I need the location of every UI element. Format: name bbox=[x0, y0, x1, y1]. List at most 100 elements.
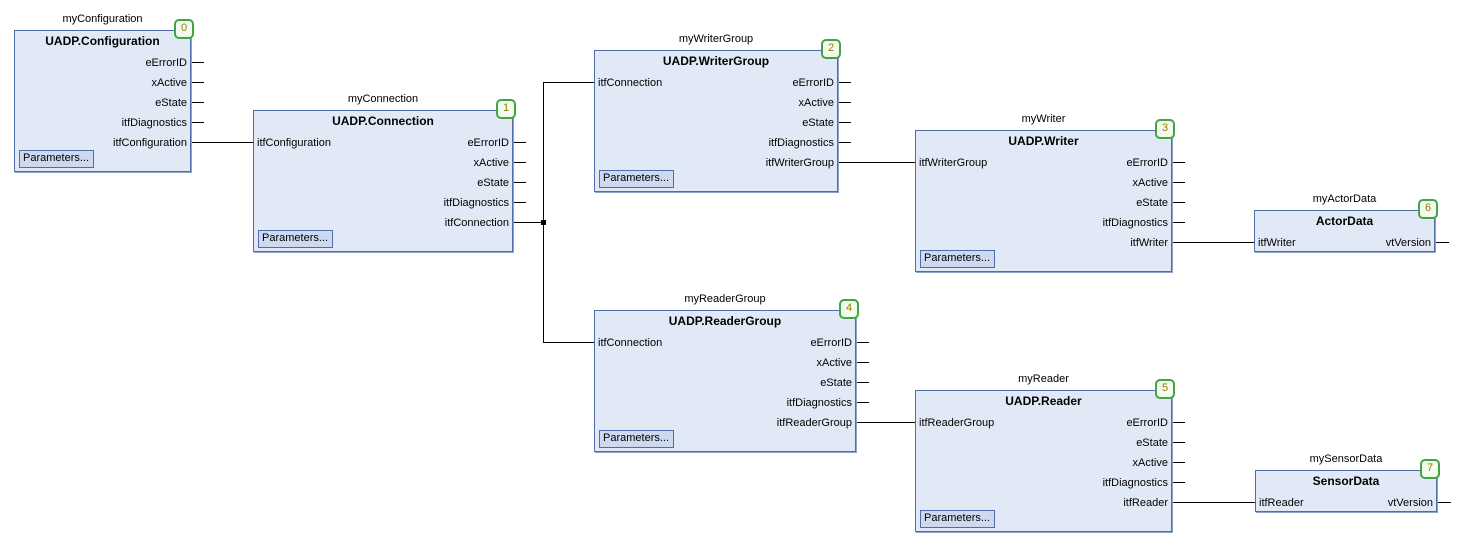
wire-writergroup-to-writer[interactable] bbox=[838, 162, 915, 163]
output-pin[interactable]: itfWriter bbox=[1130, 237, 1168, 249]
fb-mywritergroup[interactable]: myWriterGroup 2 UADP.WriterGroup itfConn… bbox=[594, 33, 841, 192]
wire-writer-to-actordata[interactable] bbox=[1172, 242, 1254, 243]
fb-type-title: UADP.ReaderGroup bbox=[668, 314, 782, 328]
parameters-button[interactable]: Parameters... bbox=[920, 510, 996, 528]
output-pin[interactable]: eErrorID bbox=[145, 57, 187, 69]
parameters-button[interactable]: Parameters... bbox=[19, 150, 95, 168]
output-pin[interactable]: itfConnection bbox=[444, 217, 509, 229]
output-pin[interactable]: itfDiagnostics bbox=[768, 137, 834, 149]
output-pin[interactable]: xActive bbox=[1132, 457, 1168, 469]
wire-branch-to-writergroup[interactable] bbox=[544, 82, 594, 83]
fb-mywriter[interactable]: myWriter 3 UADP.Writer itfWriterGroup eE… bbox=[915, 113, 1175, 272]
instance-name-label[interactable]: myWriterGroup bbox=[678, 33, 754, 45]
parameters-button[interactable]: Parameters... bbox=[258, 230, 334, 248]
wire-connection-branch-vertical[interactable] bbox=[543, 82, 544, 343]
output-pin[interactable]: eState bbox=[1136, 197, 1168, 209]
instance-name-label[interactable]: myActorData bbox=[1312, 193, 1377, 205]
exec-order-badge: 1 bbox=[496, 99, 516, 119]
output-pin[interactable]: itfDiagnostics bbox=[1102, 477, 1168, 489]
output-pin[interactable]: eErrorID bbox=[1126, 157, 1168, 169]
wire-readergroup-to-reader[interactable] bbox=[856, 422, 915, 423]
instance-name-label[interactable]: myReaderGroup bbox=[684, 293, 766, 305]
pin-stub bbox=[1437, 502, 1451, 503]
instance-name-label[interactable]: mySensorData bbox=[1309, 453, 1383, 465]
output-pin[interactable]: xActive bbox=[816, 357, 852, 369]
output-pin[interactable]: vtVersion bbox=[1387, 497, 1433, 509]
pin-stub bbox=[513, 182, 526, 183]
pin-stub bbox=[513, 162, 526, 163]
fb-type-title: UADP.Writer bbox=[1008, 134, 1079, 148]
pin-stub bbox=[1172, 202, 1185, 203]
pin-stub bbox=[838, 102, 851, 103]
output-pin[interactable]: itfConfiguration bbox=[113, 137, 187, 149]
parameters-button[interactable]: Parameters... bbox=[920, 250, 996, 268]
parameters-button[interactable]: Parameters... bbox=[599, 430, 675, 448]
fb-type-title: UADP.Configuration bbox=[45, 34, 160, 48]
wire-branch-to-readergroup[interactable] bbox=[544, 342, 594, 343]
instance-name-label[interactable]: myConfiguration bbox=[62, 13, 143, 25]
input-pin[interactable]: itfWriter bbox=[1258, 237, 1296, 249]
output-pin[interactable]: eErrorID bbox=[467, 137, 509, 149]
fb-mysensordata[interactable]: mySensorData 7 SensorData itfReader vtVe… bbox=[1255, 453, 1440, 512]
exec-order-badge: 2 bbox=[821, 39, 841, 59]
fb-myconfiguration[interactable]: myConfiguration 0 UADP.Configuration eEr… bbox=[14, 13, 194, 172]
output-pin[interactable]: eErrorID bbox=[792, 77, 834, 89]
input-pin[interactable]: itfReaderGroup bbox=[919, 417, 995, 429]
output-pin[interactable]: xActive bbox=[473, 157, 509, 169]
output-pin[interactable]: itfDiagnostics bbox=[121, 117, 187, 129]
input-pin[interactable]: itfWriterGroup bbox=[919, 157, 988, 169]
fb-myactordata[interactable]: myActorData 6 ActorData itfWriter vtVers… bbox=[1254, 193, 1438, 252]
output-pin[interactable]: eErrorID bbox=[810, 337, 852, 349]
exec-order-badge: 6 bbox=[1418, 199, 1438, 219]
pin-stub bbox=[856, 342, 869, 343]
instance-name-label[interactable]: myWriter bbox=[1021, 113, 1066, 125]
exec-order-badge: 0 bbox=[174, 19, 194, 39]
pin-stub bbox=[1172, 482, 1185, 483]
fb-myreadergroup[interactable]: myReaderGroup 4 UADP.ReaderGroup itfConn… bbox=[594, 293, 859, 452]
wire-connection-out[interactable] bbox=[513, 222, 544, 223]
pin-stub bbox=[838, 82, 851, 83]
pin-stub bbox=[1172, 162, 1185, 163]
output-pin[interactable]: eState bbox=[477, 177, 509, 189]
output-pin[interactable]: eState bbox=[155, 97, 187, 109]
output-pin[interactable]: itfDiagnostics bbox=[1102, 217, 1168, 229]
pin-stub bbox=[191, 122, 204, 123]
output-pin[interactable]: eState bbox=[820, 377, 852, 389]
wire-reader-to-sensordata[interactable] bbox=[1172, 502, 1255, 503]
wire-configuration-to-connection[interactable] bbox=[191, 142, 253, 143]
output-pin[interactable]: itfWriterGroup bbox=[765, 157, 834, 169]
output-pin[interactable]: itfReaderGroup bbox=[776, 417, 852, 429]
output-pin[interactable]: xActive bbox=[151, 77, 187, 89]
parameters-button[interactable]: Parameters... bbox=[599, 170, 675, 188]
pin-stub bbox=[856, 362, 869, 363]
output-pin[interactable]: eState bbox=[802, 117, 834, 129]
fb-myreader[interactable]: myReader 5 UADP.Reader itfReaderGroup eE… bbox=[915, 373, 1175, 532]
instance-name-label[interactable]: myConnection bbox=[347, 93, 419, 105]
fb-type-title: ActorData bbox=[1315, 214, 1374, 228]
input-pin[interactable]: itfConfiguration bbox=[257, 137, 331, 149]
output-pin[interactable]: itfReader bbox=[1123, 497, 1168, 509]
input-pin[interactable]: itfConnection bbox=[598, 337, 663, 349]
pin-stub bbox=[513, 142, 526, 143]
instance-name-label[interactable]: myReader bbox=[1018, 373, 1069, 385]
pin-stub bbox=[856, 402, 869, 403]
output-pin[interactable]: vtVersion bbox=[1385, 237, 1431, 249]
fb-type-title: SensorData bbox=[1312, 474, 1380, 488]
pin-stub bbox=[513, 202, 526, 203]
output-pin[interactable]: xActive bbox=[1132, 177, 1168, 189]
output-pin[interactable]: itfDiagnostics bbox=[443, 197, 509, 209]
output-pin[interactable]: itfDiagnostics bbox=[786, 397, 852, 409]
output-pin[interactable]: eState bbox=[1136, 437, 1168, 449]
pin-stub bbox=[1172, 182, 1185, 183]
pin-stub bbox=[191, 82, 204, 83]
fb-myconnection[interactable]: myConnection 1 UADP.Connection itfConfig… bbox=[253, 93, 516, 252]
input-pin[interactable]: itfConnection bbox=[598, 77, 663, 89]
input-pin[interactable]: itfReader bbox=[1259, 497, 1304, 509]
pin-stub bbox=[1172, 442, 1185, 443]
fb-type-title: UADP.Reader bbox=[1005, 394, 1082, 408]
pin-stub bbox=[1435, 242, 1449, 243]
output-pin[interactable]: xActive bbox=[798, 97, 834, 109]
pin-stub bbox=[1172, 222, 1185, 223]
output-pin[interactable]: eErrorID bbox=[1126, 417, 1168, 429]
